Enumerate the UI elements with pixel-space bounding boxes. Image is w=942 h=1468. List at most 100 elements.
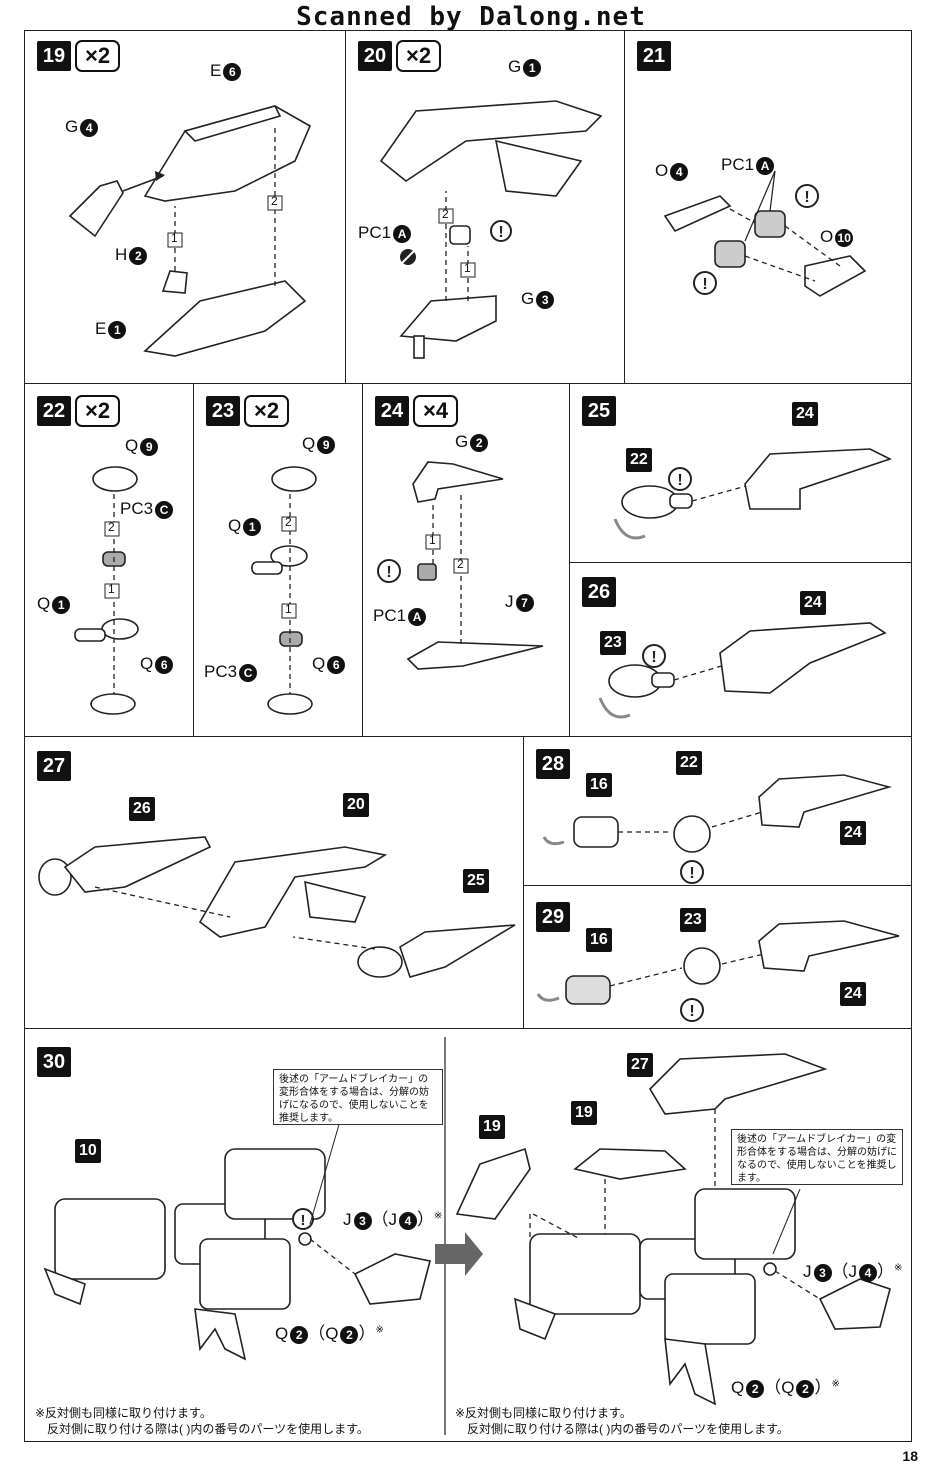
svg-text:!: ! <box>386 564 391 581</box>
part-letter: Q <box>228 516 242 535</box>
ref-step-22: 22 <box>626 448 652 472</box>
seq-2: 2 <box>271 194 278 208</box>
part-letter: Q <box>125 436 139 455</box>
ref-step-25: 25 <box>463 869 489 893</box>
step-19-drawing <box>68 105 312 357</box>
ref-step-24: 24 <box>840 821 866 845</box>
step-number: 23 <box>206 396 240 426</box>
part-letter-alt: J <box>388 1210 398 1229</box>
svg-text:!: ! <box>301 1212 306 1229</box>
seq-1: 1 <box>171 231 178 245</box>
step-number: 27 <box>37 751 71 781</box>
part-number: 2 <box>746 1379 765 1398</box>
notice-box-right: 後述の「アームドブレイカー」の変形合体をする場合は、分解の妨げになるので、使用し… <box>731 1129 903 1185</box>
step-number: 19 <box>37 41 71 71</box>
part-letter-alt: Q <box>325 1324 339 1343</box>
step-number: 26 <box>582 577 616 607</box>
part-number: 6 <box>155 655 174 674</box>
step-22-drawing <box>74 466 139 715</box>
step-21-drawing: ! ! <box>663 170 867 297</box>
scan-watermark: Scanned by Dalong.net <box>296 2 646 32</box>
seq-1: 1 <box>464 261 471 275</box>
ref-step-19-left: 19 <box>479 1115 505 1139</box>
part-number: 1 <box>52 595 71 614</box>
part-letter: Q <box>275 1324 289 1343</box>
step-number: 30 <box>37 1047 71 1077</box>
part-number: 9 <box>317 435 336 454</box>
svg-text:!: ! <box>804 189 809 206</box>
part-number: 3 <box>536 290 555 309</box>
seq-1: 1 <box>285 602 292 616</box>
part-letter: PC3 <box>204 662 238 681</box>
part-number: 1 <box>108 320 127 339</box>
ref-step-27: 27 <box>627 1053 653 1077</box>
part-number: C <box>239 663 258 682</box>
seq-1: 1 <box>108 582 115 596</box>
part-letter: Q <box>140 654 154 673</box>
step-number: 25 <box>582 396 616 426</box>
ref-step-26: 26 <box>129 797 155 821</box>
part-letter: G <box>65 117 79 136</box>
part-letter: E <box>95 319 107 338</box>
part-letter: O <box>820 227 834 246</box>
page-number: 18 <box>902 1448 918 1464</box>
note-mark: ※ <box>831 1378 840 1390</box>
ref-step-23: 23 <box>600 631 626 655</box>
part-letter: PC1 <box>358 223 392 242</box>
part-number: 3 <box>353 1211 372 1230</box>
ref-step-19-right: 19 <box>571 1101 597 1125</box>
part-number: 4 <box>80 118 99 137</box>
part-letter: H <box>115 245 128 264</box>
multiplier: ×4 <box>413 395 459 427</box>
ref-step-10: 10 <box>75 1139 101 1163</box>
svg-text:!: ! <box>689 865 694 882</box>
multiplier: ×2 <box>75 395 121 427</box>
ref-step-24: 24 <box>800 591 826 615</box>
part-letter: PC1 <box>373 606 407 625</box>
part-number: 3 <box>813 1263 832 1282</box>
note-mark: ※ <box>894 1262 903 1274</box>
seq-2: 2 <box>108 520 115 534</box>
step-25-drawing: ! <box>613 448 893 540</box>
step-29-panel: 29 ! 16 23 24 <box>523 885 912 1029</box>
part-letter: J <box>505 592 514 611</box>
step-30-panel: 30 ! <box>24 1028 912 1442</box>
seq-1: 1 <box>429 533 436 547</box>
part-letter: G <box>508 57 522 76</box>
step-29-drawing: ! <box>536 920 900 1022</box>
note-mark: ※ <box>434 1210 443 1222</box>
part-letter: G <box>455 432 469 451</box>
part-number: 1 <box>243 517 262 536</box>
step-number: 28 <box>536 749 570 779</box>
part-letter: PC3 <box>120 499 154 518</box>
step-20-drawing: ! <box>379 100 603 359</box>
multiplier: ×2 <box>396 40 442 72</box>
ref-step-16: 16 <box>586 773 612 797</box>
part-number: 4 <box>670 162 689 181</box>
ref-step-16: 16 <box>586 928 612 952</box>
step-28-panel: 28 ! 16 22 24 <box>523 736 912 886</box>
part-letter-alt: Q <box>781 1378 795 1397</box>
step-24-drawing: ! <box>377 461 544 670</box>
part-number-alt: 2 <box>340 1325 359 1344</box>
